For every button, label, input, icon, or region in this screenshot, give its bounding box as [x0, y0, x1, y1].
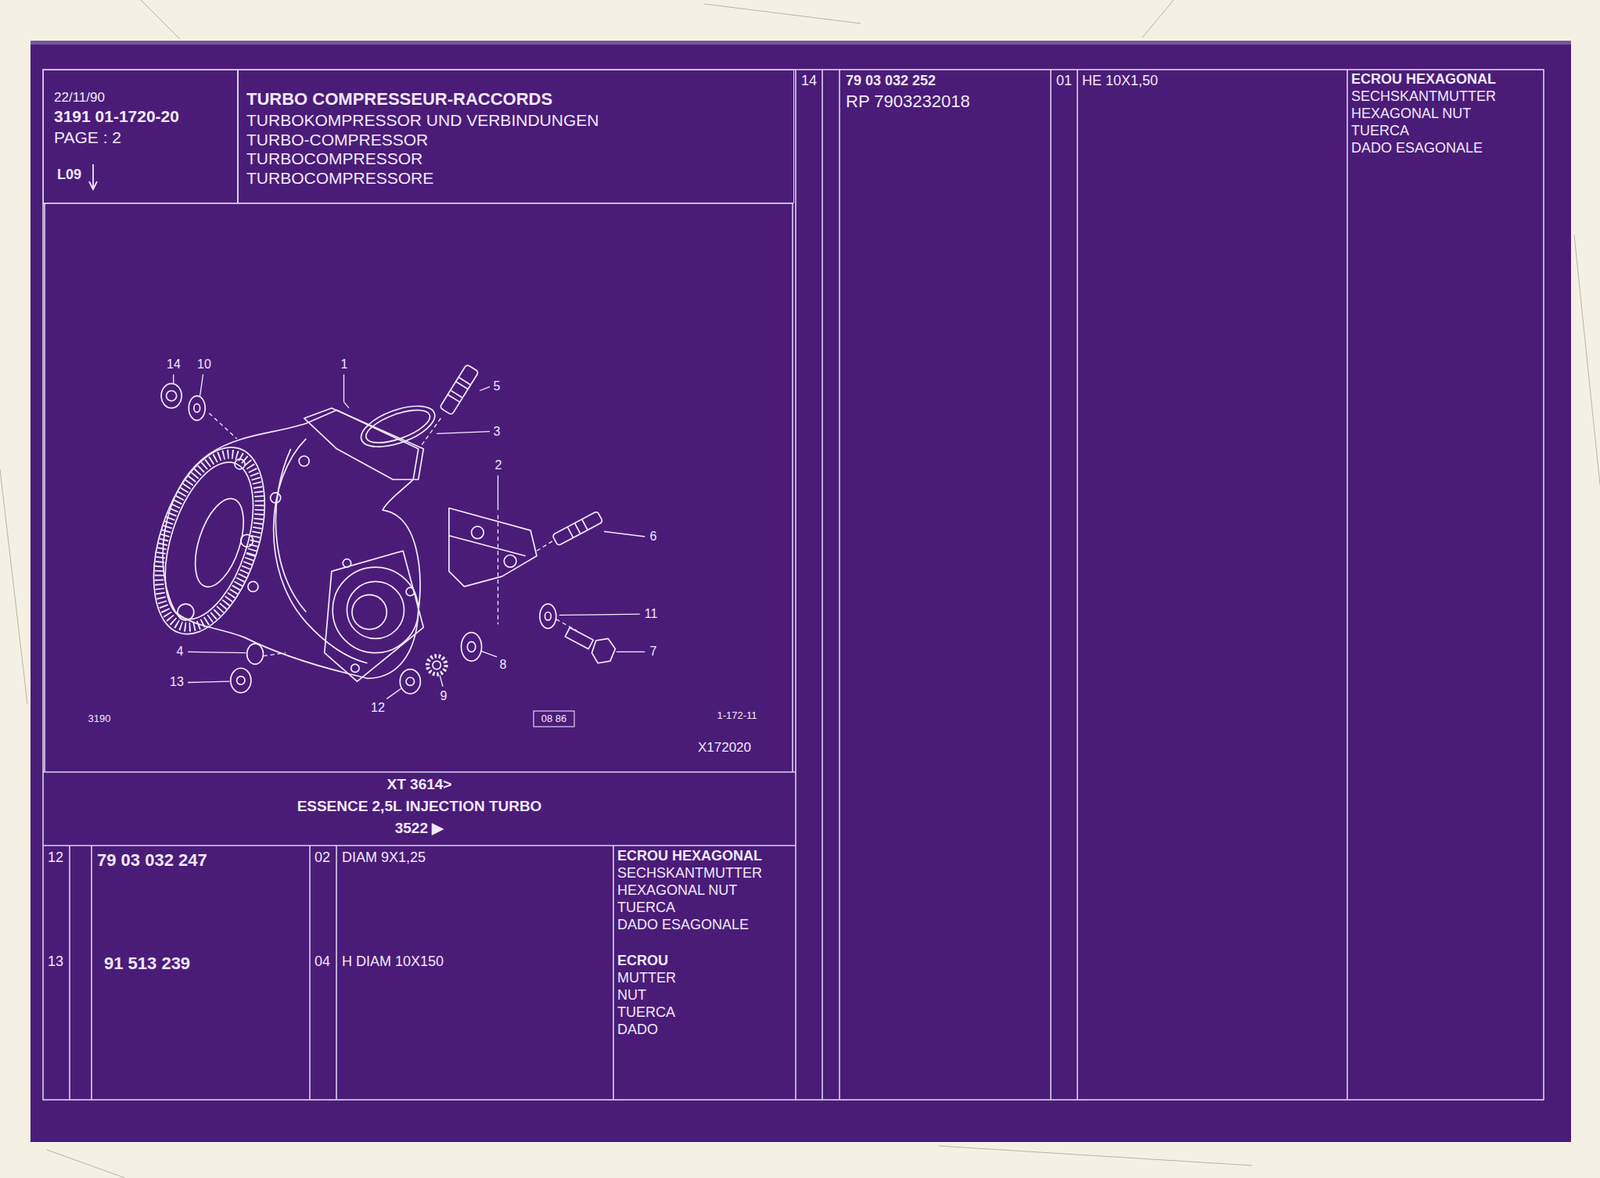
quantity: 01: [1056, 73, 1072, 90]
quantity: 04: [314, 954, 331, 971]
header-cell: 22/11/903191 01-1720-20PAGE : 2 L09: [43, 69, 238, 204]
callout-number: 2: [495, 458, 503, 473]
description: TUERCA: [617, 1005, 676, 1022]
callout-number: 4: [176, 644, 184, 659]
turbocharger-illustration: [133, 364, 646, 700]
callout-number: 5: [493, 379, 501, 394]
description: SECHSKANTMUTTER: [1351, 89, 1496, 105]
table-grid: [43, 69, 1544, 1101]
description: HEXAGONAL NUT: [1351, 106, 1471, 123]
description: ECROU HEXAGONAL: [1351, 71, 1496, 88]
title-cell-text: TURBO-COMPRESSOR: [246, 130, 428, 149]
title-cell-text: TURBOCOMPRESSORE: [246, 168, 434, 187]
description: SECHSKANTMUTTER: [617, 866, 763, 882]
part-number: 79 03 032 247: [97, 851, 208, 871]
title-cell-text: TURBOKOMPRESSOR UND VERBINDUNGEN: [246, 111, 599, 130]
description: DADO: [617, 1022, 658, 1039]
description: MUTTER: [617, 970, 676, 987]
part-number: 79 03 032 252: [845, 73, 936, 90]
leader-lines: [173, 374, 646, 700]
callout-number: 11: [644, 607, 658, 622]
callout-number: 3: [493, 424, 501, 439]
description: DADO ESAGONALE: [617, 917, 749, 934]
item-number: 12: [47, 850, 64, 867]
description: TUERCA: [1351, 123, 1410, 140]
description: ECROU: [617, 953, 669, 970]
drawing-date: 08 86: [541, 713, 568, 725]
model-band-text: XT 3614>: [43, 776, 796, 794]
model-band-text: 3522 ▶: [43, 820, 796, 838]
drawing-code: 1-172-11: [716, 710, 757, 722]
part-number: 91 513 239: [104, 954, 191, 974]
reference-number: RP 7903232018: [845, 92, 971, 112]
assembly-axes: [208, 413, 577, 656]
dimension: H DIAM 10X150: [341, 954, 444, 971]
item-number: 14: [801, 73, 817, 90]
dimension: HE 10X1,50: [1082, 73, 1158, 90]
description: NUT: [617, 988, 647, 1004]
description: ECROU HEXAGONAL: [617, 848, 763, 865]
callout-number: 13: [169, 675, 184, 690]
drawing-code: 3190: [88, 713, 112, 725]
header-cell-text: PAGE : 2: [53, 128, 122, 147]
header-cell-text: L09: [57, 167, 82, 184]
level-arrow: [89, 164, 98, 190]
callout-number: 8: [499, 657, 507, 673]
drawing-code: X172020: [697, 740, 752, 756]
model-band: XT 3614> ESSENCE 2,5L INJECTION TURBO 3522…: [43, 772, 796, 846]
quantity: 02: [314, 850, 331, 867]
film-panel: [30, 40, 1572, 1143]
panel-edge: [30, 40, 1572, 45]
description: DADO ESAGONALE: [1351, 140, 1483, 157]
callout-number: 10: [197, 357, 212, 372]
callout-number: 9: [440, 689, 448, 704]
description: TUERCA: [617, 900, 676, 917]
callout-number: 12: [370, 701, 385, 716]
title-cell-text: TURBOCOMPRESSOR: [246, 149, 423, 168]
header-cell-text: 22/11/90: [53, 90, 105, 106]
date-box: [533, 711, 575, 727]
callout-number: 7: [650, 644, 658, 659]
header-cell-text: 3191 01-1720-20: [53, 107, 180, 126]
item-number: 13: [47, 954, 64, 971]
dimension: DIAM 9X1,25: [341, 850, 426, 867]
model-band-text: ESSENCE 2,5L INJECTION TURBO: [43, 798, 796, 816]
title-cell: TURBOKOMPRESSOR UND VERBINDUNGENTURBO-CO…: [237, 69, 795, 204]
callout-number: 14: [166, 357, 181, 372]
page-title: TURBO COMPRESSEUR-RACCORDS: [246, 89, 553, 109]
callout-number: 6: [650, 529, 658, 544]
callout-number: 1: [341, 357, 349, 372]
description: HEXAGONAL NUT: [617, 883, 738, 899]
